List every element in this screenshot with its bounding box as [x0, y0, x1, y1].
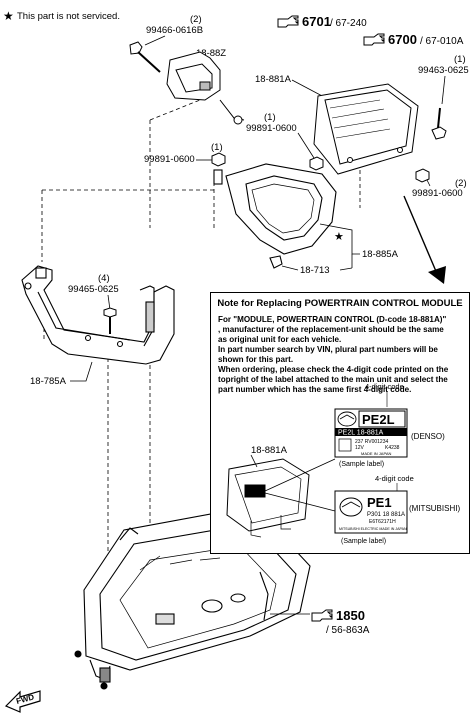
label-99891-b-qty: (1): [211, 142, 223, 153]
legend-text: This part is not serviced.: [17, 11, 120, 22]
ref-sub: / 67-010A: [420, 36, 464, 47]
note-line: topright of the label attached to the ma…: [218, 375, 448, 384]
nut-99891-c: [415, 168, 430, 183]
label-99466-qty: (2): [190, 14, 202, 25]
label-99466: 99466-0616B: [146, 25, 203, 36]
mitsubishi-maker: (MITSUBISHI): [409, 504, 460, 513]
bracket-18-885a: [213, 163, 337, 269]
mitsubishi-sample: (Sample label): [341, 538, 386, 545]
module-label: 18-881A: [251, 445, 288, 456]
denso-part: PE2L 18-881A: [338, 430, 384, 437]
ref-sub: / 67-240: [330, 18, 367, 29]
ref-sub: / 56-863A: [326, 625, 370, 636]
label-99465: 99465-0625: [68, 284, 119, 295]
denso-sample: (Sample label): [339, 461, 384, 468]
denso-serial: 237 RV001234: [355, 439, 388, 445]
bracket-18-88z: [166, 51, 245, 125]
label-99891-c-qty: (2): [455, 178, 467, 189]
star-icon: ★: [3, 9, 14, 23]
bracket-18-785a: [21, 265, 175, 365]
note-line: as original unit for each vehicle.: [218, 335, 342, 344]
mitsubishi-digit-code: 4-digit code: [375, 474, 414, 483]
label-99463-qty: (1): [454, 54, 466, 65]
nut-99891-b: [211, 152, 226, 167]
denso-digit-code: 4-digit code: [365, 383, 404, 391]
bolt-99463: [431, 107, 447, 140]
label-99465-qty: (4): [98, 273, 110, 284]
note-line: For "MODULE, POWERTRAIN CONTROL (D-code …: [218, 315, 447, 324]
legend: ★ This part is not serviced.: [3, 9, 120, 23]
note-line: When ordering, please check the 4-digit …: [218, 365, 449, 374]
pcm-module: [313, 83, 419, 175]
mitsubishi-part: P301 18 881A: [367, 512, 405, 518]
label-18-785a: 18-785A: [30, 376, 67, 387]
bolt-99466: [129, 41, 161, 73]
mitsubishi-label: PE1 P301 18 881A E6T62171H MITSUBISHI EL…: [334, 490, 408, 534]
mazda-logo-icon: [337, 411, 357, 427]
ref-number: 6700: [388, 32, 417, 47]
hand-pointer-icon: [311, 609, 333, 622]
ref-6701[interactable]: 6701 / 67-240: [277, 14, 367, 29]
ref-1850[interactable]: 1850 / 56-863A: [311, 608, 370, 636]
label-99891-c: 99891-0600: [412, 188, 463, 199]
fwd-arrow-icon: FWD: [4, 690, 41, 713]
ref-number: 1850: [336, 608, 365, 623]
dashed-leaders: [41, 99, 361, 590]
label-18-885a: 18-885A: [362, 249, 399, 260]
note-box: Note for Replacing POWERTRAIN CONTROL MO…: [210, 292, 470, 554]
denso-volt: 12V: [355, 445, 365, 451]
hand-pointer-icon: [363, 33, 385, 46]
denso-made: MADE IN JAPAN: [361, 451, 391, 456]
mazda-logo-icon: [339, 497, 363, 517]
star-icon: ★: [334, 231, 344, 243]
note-line: part number which has the same first 4-d…: [218, 385, 412, 394]
note-line: shown for this part.: [218, 355, 294, 364]
note-title: Note for Replacing POWERTRAIN CONTROL MO…: [217, 298, 463, 309]
pointer-arrow: [403, 195, 446, 284]
ref-6700[interactable]: 6700 / 67-010A: [363, 32, 464, 47]
label-samples: 18-881A 4-digit code PE2L PE2L 18-881A 2…: [226, 383, 460, 545]
label-99891-b: 99891-0600: [144, 154, 195, 165]
hand-pointer-icon: [277, 15, 299, 28]
denso-label: PE2L PE2L 18-881A 237 RV001234 12V K4238…: [334, 408, 408, 458]
note-text: For "MODULE, POWERTRAIN CONTROL (D-code …: [218, 315, 466, 395]
label-18-881a-top: 18-881A: [255, 74, 292, 85]
label-99891-a: 99891-0600: [246, 123, 297, 134]
mitsubishi-bottom: MITSUBISHI ELECTRIC MADE IN JAPAN: [339, 527, 407, 531]
label-18-88z: 18-88Z: [196, 48, 226, 59]
label-18-713: 18-713: [300, 265, 330, 276]
denso-maker: (DENSO): [411, 432, 445, 441]
note-line: , manufacturer of the replacement-unit s…: [218, 325, 444, 334]
ref-number: 6701: [302, 14, 331, 29]
denso-k: K4238: [385, 445, 400, 451]
bolt-99465: [103, 307, 117, 334]
mitsubishi-code: PE1: [367, 495, 392, 510]
mitsubishi-serial: E6T62171H: [369, 519, 396, 525]
nut-99891-a: [309, 156, 324, 171]
denso-code: PE2L: [362, 412, 395, 427]
label-99891-a-qty: (1): [264, 112, 276, 123]
module-sketch: [226, 458, 310, 538]
label-99463: 99463-0625: [418, 65, 469, 76]
note-line: In part number search by VIN, plural par…: [218, 345, 438, 354]
